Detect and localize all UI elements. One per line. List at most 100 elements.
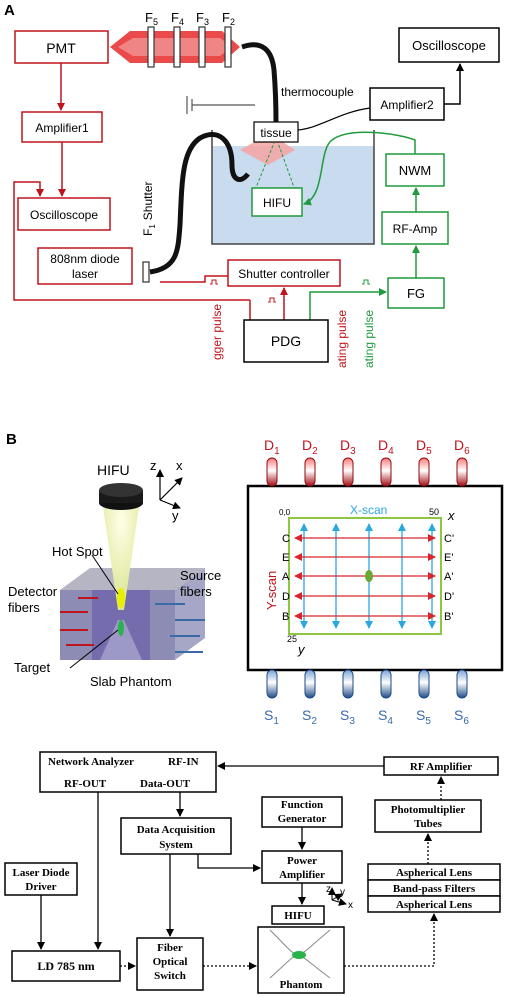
pulse-icons	[210, 279, 370, 303]
tissue-label: tissue	[260, 126, 292, 140]
axis-y-label-c: y	[340, 887, 345, 898]
row-label-left-3: A	[282, 571, 290, 583]
grid-y-max-label: 25	[287, 634, 297, 644]
oscilloscope-left-label: Oscilloscope	[30, 208, 98, 222]
detector-label-5: D5	[416, 437, 432, 457]
fiber-switch-box	[136, 937, 204, 991]
axis-x-label: x	[176, 458, 183, 473]
pdg-label: PDG	[271, 333, 301, 349]
hifu-exit-cone	[100, 620, 142, 660]
thermocouple-label: thermocouple	[281, 85, 354, 99]
thermocouple-wire	[297, 107, 371, 131]
x-scan-label: X-scan	[350, 503, 387, 517]
power-amplifier-box	[261, 850, 343, 884]
detector-label-6: D6	[454, 437, 470, 457]
detector-label-2: D2	[302, 437, 318, 457]
row-label-right-5: B'	[444, 611, 453, 623]
hifu-label-a: HIFU	[263, 196, 291, 210]
pmt-label: PMT	[46, 40, 76, 56]
grid-target-mark	[365, 570, 373, 582]
network-analyzer-label: Network Analyzer	[48, 756, 134, 768]
oscilloscope-left-box	[17, 197, 111, 231]
filter-f5	[147, 26, 155, 68]
source-label-1: S1	[264, 707, 279, 727]
rf-amplifier-label: RF Amplifier	[410, 761, 472, 773]
laser-to-shutter-line	[160, 275, 228, 283]
data-out-label: Data-OUT	[140, 778, 191, 790]
detector-fiber-1: D1	[264, 437, 280, 487]
water-tank-walls	[211, 130, 375, 245]
photomultiplier-box	[374, 799, 482, 833]
source-fiber-5: S5	[416, 669, 431, 727]
ground-symbol	[186, 96, 255, 114]
panel-b: B HIFU z x y	[6, 431, 504, 727]
hifu-focus-cone	[102, 500, 140, 610]
pdg-to-osc-line	[13, 181, 250, 301]
pdg-box	[243, 319, 329, 363]
detector-fiber-3: D3	[340, 437, 356, 487]
amplifier2-label: Amplifier2	[380, 98, 434, 112]
filter-label-f4: F4	[171, 10, 184, 27]
oscilloscope-right-label: Oscilloscope	[412, 38, 486, 53]
gating-pulse-red-label: ating pulse	[335, 310, 349, 368]
trigger-pulse-label: gger pulse	[210, 304, 224, 360]
slab-phantom-label: Slab Phantom	[90, 674, 172, 689]
nwm-label: NWM	[399, 163, 432, 178]
source-fiber-6: S6	[454, 669, 469, 727]
filter-label-f3: F3	[196, 10, 209, 27]
amplifier1-label: Amplifier1	[35, 121, 89, 135]
fiber-from-laser	[149, 132, 250, 275]
axis-triad-c	[328, 887, 347, 906]
hifu-box-a	[251, 187, 303, 217]
aspherical-lens-2-box	[367, 895, 501, 913]
shutter-controller-label: Shutter controller	[238, 267, 329, 281]
target-pointer	[69, 629, 119, 669]
network-analyzer-box	[39, 751, 217, 793]
row-label-right-3: A'	[444, 571, 453, 583]
detector-fiber-6: D6	[454, 437, 470, 487]
phantom-label: Phantom	[280, 979, 323, 991]
phantom-box	[257, 926, 345, 994]
aspherical-lens-1-label: Aspherical Lens	[396, 867, 473, 879]
hot-spot-mark	[117, 588, 125, 608]
axis-x-label-c: x	[348, 900, 353, 911]
source-label-2: S2	[302, 707, 317, 727]
source-fiber-1: S1	[264, 669, 279, 727]
rf-amp-label: RF-Amp	[393, 222, 438, 236]
nwm-to-hifu-line	[303, 131, 416, 206]
row-label-right-1: C'	[444, 533, 454, 545]
row-label-left-2: E	[282, 552, 289, 564]
heating-cone	[240, 140, 295, 165]
detector-fiber-2: D2	[302, 437, 318, 487]
filter-label-f5: F5	[145, 10, 158, 27]
ld-785-box	[11, 950, 121, 982]
axis-y-label: y	[172, 508, 179, 523]
shutter-label: F1Shutter	[141, 182, 157, 237]
axis-z-label-c: z	[326, 884, 331, 895]
pdg-to-fg-line	[309, 288, 387, 320]
panel-a: A F5 F4 F3 F2 PMT Amplifier1 Oscilloscop…	[4, 2, 500, 368]
daq-to-pa-arrow	[197, 854, 261, 872]
shutter-controller-box	[227, 259, 341, 287]
filter-f3	[198, 26, 206, 68]
source-fiber-2: S2	[302, 669, 317, 727]
rf-in-label: RF-IN	[168, 756, 199, 768]
y-scan-label: Y-scan	[264, 571, 279, 610]
filter-label-f2: F2	[222, 10, 235, 27]
nwm-box	[385, 153, 445, 187]
source-label-5: S5	[416, 707, 431, 727]
source-label-6: S6	[454, 707, 469, 727]
detector-label-1: D1	[264, 437, 280, 457]
grid-y-axis-label: y	[297, 642, 306, 657]
pmt-box	[14, 30, 109, 64]
rf-amp-box	[381, 211, 449, 245]
